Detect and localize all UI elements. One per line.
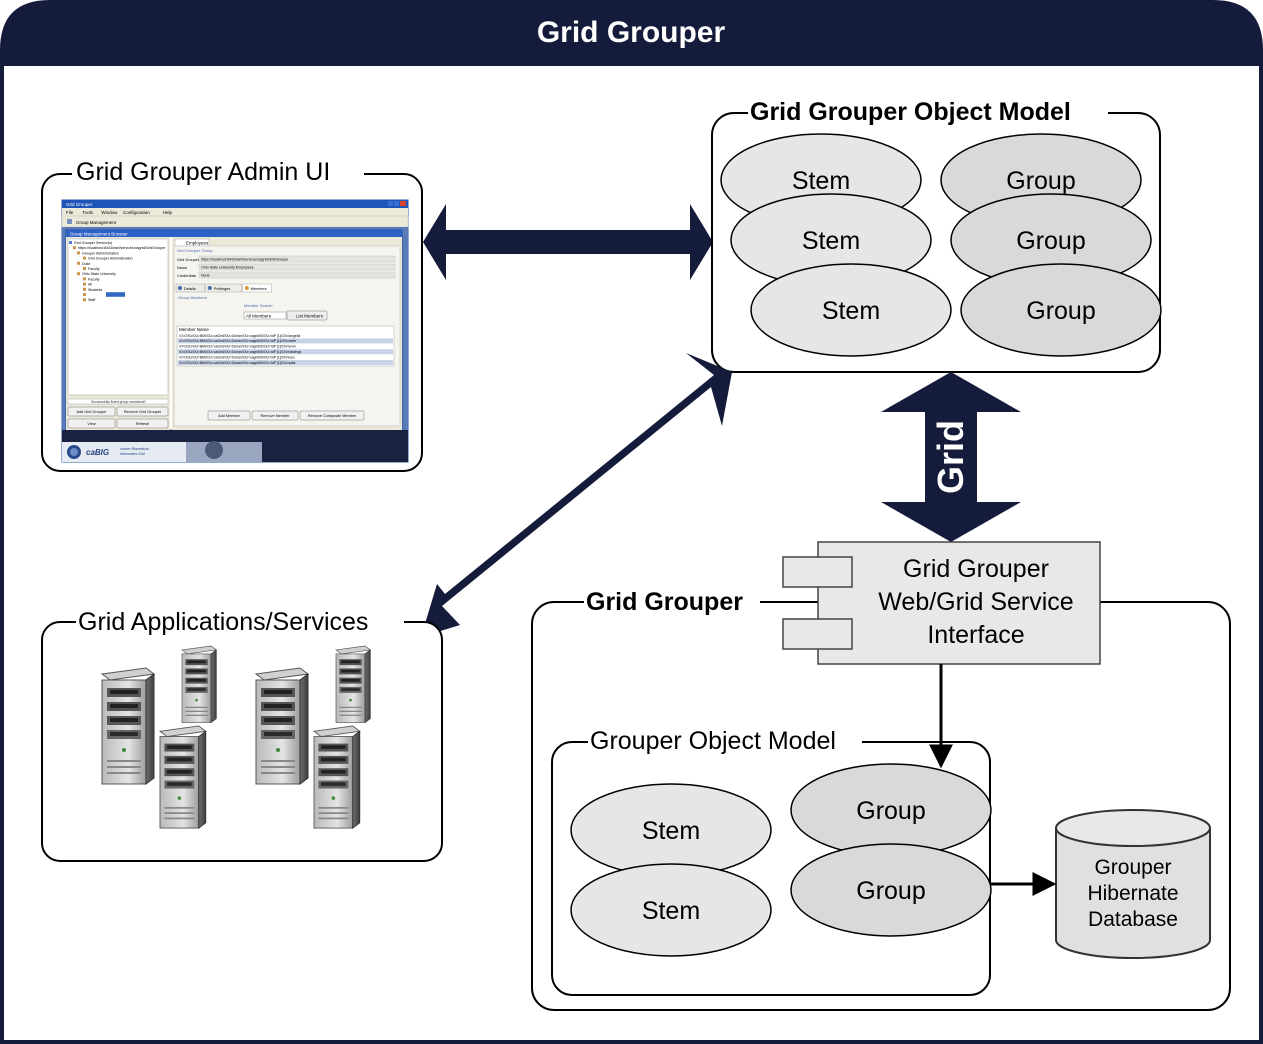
screenshot-button[interactable]: Remove Grid Grouper: [124, 410, 162, 414]
admin-ui-screenshot: Grid Grouper File Tools Window Configuratio…: [61, 199, 409, 463]
tree-item[interactable]: Duke: [82, 262, 90, 266]
svg-text:Group: Group: [856, 797, 925, 825]
admin-to-object-model-arrow: [423, 204, 713, 280]
svg-text:Credentials: Credentials: [177, 274, 196, 278]
screenshot-button[interactable]: Add Grid Grouper: [77, 410, 108, 414]
svg-text:Employees: Employees: [186, 241, 209, 246]
subtab[interactable]: Details: [184, 287, 196, 291]
tree-item[interactable]: Grouper Administration: [82, 251, 119, 255]
svg-text:Name: Name: [177, 266, 187, 270]
screenshot-button[interactable]: Remove Member: [260, 414, 290, 418]
tree-item[interactable]: Students: [88, 288, 102, 292]
tree-item[interactable]: Grid Grouper Service(s): [74, 241, 112, 245]
stem-node: Stem: [750, 263, 952, 357]
svg-text:Hibernate: Hibernate: [1087, 882, 1178, 905]
svg-text:Group: Group: [1006, 167, 1075, 195]
object-model-label: Grid Grouper Object Model: [750, 98, 1071, 126]
server-icon: [335, 645, 371, 723]
screenshot-button[interactable]: Refresh: [136, 422, 149, 426]
screenshot-button[interactable]: Remove Composite Member: [308, 414, 357, 418]
svg-text:Group Management Browser: Group Management Browser: [70, 232, 128, 237]
svg-text:None: None: [201, 274, 210, 278]
screenshot-button[interactable]: Add Member: [218, 414, 240, 418]
server-icon: [159, 725, 207, 829]
grouper-object-model-label: Grouper Object Model: [590, 727, 836, 755]
subtab[interactable]: Members: [251, 287, 267, 291]
svg-text:Group: Group: [856, 877, 925, 905]
grid-arrow: [881, 372, 1021, 542]
menu-item[interactable]: Configuration: [123, 210, 150, 215]
menu-item[interactable]: Help: [163, 210, 173, 215]
svg-text:Successfully listed group memb: Successfully listed group members!!!: [91, 400, 146, 404]
stem-node: Stem: [570, 863, 772, 957]
server-icon: [313, 725, 361, 829]
stem-node: Stem: [570, 783, 772, 877]
svg-text:Grid Grouper: Grid Grouper: [903, 555, 1049, 583]
member-row[interactable]: /O=OSU/OU=BMI/OU=caGrid/OU=Dorian/OU=cag…: [179, 355, 295, 359]
service-interface-component: Grid Grouper Web/Grid Service Interface: [782, 541, 1101, 665]
svg-text:cancer Biomedical: cancer Biomedical: [120, 447, 149, 451]
group-node: Group: [790, 843, 992, 937]
svg-text:Stem: Stem: [802, 227, 860, 255]
tree-item[interactable]: Grid Grouper Administration: [88, 257, 133, 261]
subtab[interactable]: Privileges: [214, 287, 231, 291]
svg-text:Stem: Stem: [822, 297, 880, 325]
tree-item[interactable]: All: [88, 283, 92, 287]
tree-item[interactable]: Staff: [88, 298, 95, 302]
member-row[interactable]: /O=OSU/OU=BMI/OU=caGrid/OU=Dorian/OU=cag…: [179, 345, 296, 349]
svg-text:Grid Grouper: Grid Grouper: [177, 258, 200, 262]
svg-text:Informatics Grid: Informatics Grid: [120, 452, 146, 456]
screenshot-button[interactable]: View: [87, 422, 95, 426]
title-bar: [2, 2, 1261, 66]
tree-item[interactable]: Faculty: [88, 277, 100, 281]
member-row[interactable]: /O=OSU/OU=BMI/OU=caGrid/OU=Dorian/OU=cag…: [179, 361, 296, 365]
member-row[interactable]: /O=OSU/OU=BMI/OU=caGrid/OU=Dorian/OU=cag…: [179, 350, 301, 354]
grid-arrow-label: Grid: [930, 420, 971, 494]
svg-text:caBIG: caBIG: [86, 448, 109, 457]
svg-text:Stem: Stem: [642, 817, 700, 845]
tree-item[interactable]: Employees: [88, 293, 106, 297]
svg-text:Interface: Interface: [927, 621, 1024, 649]
svg-text:https://localhost:8443/wsrf/se: https://localhost:8443/wsrf/services/cag…: [201, 258, 289, 262]
menu-item[interactable]: Window: [101, 210, 118, 215]
svg-text:Grid Grouper Group: Grid Grouper Group: [177, 248, 213, 253]
server-icon: [181, 645, 217, 723]
server-icon: [255, 667, 309, 785]
stem-node: Stem: [730, 193, 932, 287]
svg-text:Database: Database: [1088, 908, 1178, 931]
svg-text:Group: Group: [1026, 297, 1095, 325]
tree-item[interactable]: Faculty: [88, 267, 100, 271]
group-node: Group: [960, 263, 1162, 357]
menu-item[interactable]: File: [66, 210, 74, 215]
applications-to-object-model-arrow: [421, 353, 732, 637]
tree-item[interactable]: https://localhost:8443/wsrf/services/cag…: [78, 246, 166, 250]
svg-text:Grid Grouper: Grid Grouper: [66, 202, 93, 207]
svg-text:Web/Grid Service: Web/Grid Service: [878, 588, 1073, 616]
svg-text:Member Name: Member Name: [179, 327, 209, 332]
member-row[interactable]: /O=OSU/OU=BMI/OU=caGrid/OU=Dorian/OU=cag…: [179, 339, 297, 343]
tree-item[interactable]: Ohio State University: [82, 272, 116, 276]
server-icon: [101, 667, 155, 785]
svg-text:List Members: List Members: [296, 314, 324, 319]
svg-text:Member Search: Member Search: [244, 303, 272, 308]
admin-ui-label: Grid Grouper Admin UI: [76, 158, 330, 186]
svg-text:Group Members: Group Members: [178, 295, 207, 300]
svg-text:Grouper: Grouper: [1094, 856, 1171, 879]
member-row[interactable]: /O=OSU/OU=BMI/OU=caGrid/OU=Dorian/OU=cag…: [179, 334, 300, 338]
database-icon: Grouper Hibernate Database: [1055, 809, 1211, 959]
svg-text:Group: Group: [1016, 227, 1085, 255]
grid-grouper-label: Grid Grouper: [586, 588, 743, 616]
group-node: Group: [790, 763, 992, 857]
svg-text:Group Management: Group Management: [76, 220, 117, 225]
svg-text:Ohio State University:Employee: Ohio State University:Employees: [201, 266, 254, 270]
svg-text:Stem: Stem: [642, 897, 700, 925]
applications-label: Grid Applications/Services: [78, 608, 368, 636]
menu-item[interactable]: Tools: [82, 210, 93, 215]
svg-text:Stem: Stem: [792, 167, 850, 195]
diagram-title: Grid Grouper: [537, 16, 726, 49]
svg-text:All Members: All Members: [246, 314, 272, 319]
